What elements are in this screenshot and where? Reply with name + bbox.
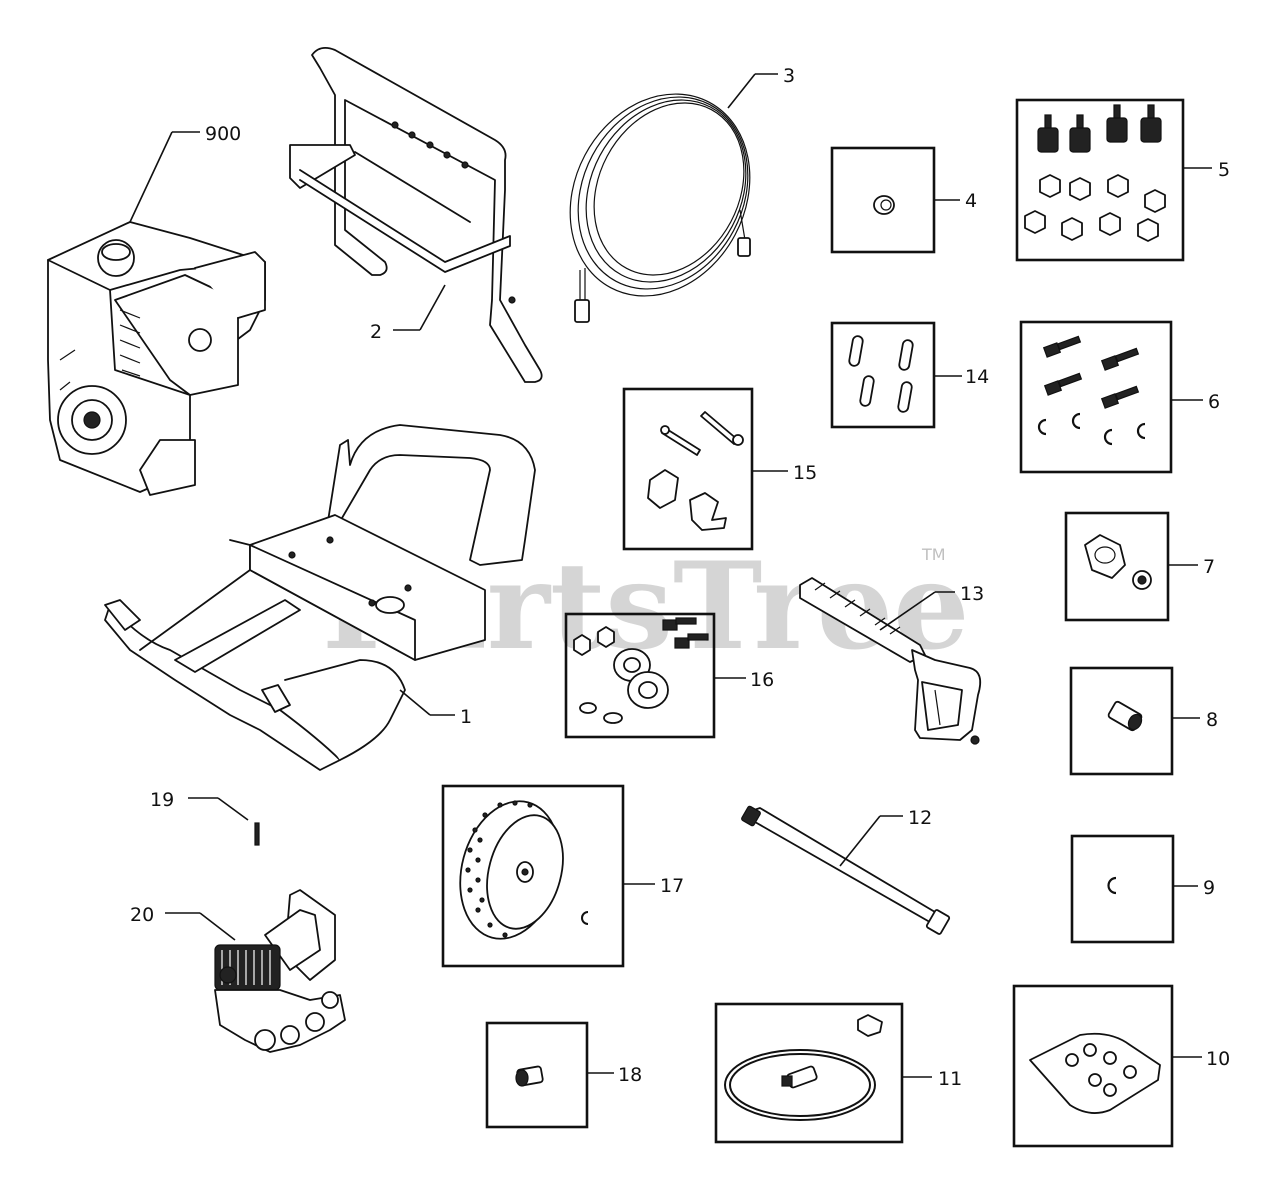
part-20-pump[interactable] <box>214 889 346 1053</box>
part-14-box[interactable] <box>830 321 936 429</box>
callout-1: 1 <box>460 706 472 728</box>
callout-18: 18 <box>618 1064 642 1086</box>
part-12-wand[interactable] <box>741 805 951 935</box>
callout-6: 6 <box>1208 391 1220 413</box>
part-2-handle[interactable] <box>289 46 543 383</box>
part-13-gun[interactable] <box>799 577 982 745</box>
leader-19-b <box>217 797 249 821</box>
part-10-box[interactable] <box>1012 984 1174 1148</box>
callout-2: 2 <box>370 321 382 343</box>
leader-20-b <box>199 912 236 941</box>
callout-17: 17 <box>660 875 684 897</box>
leader-13 <box>879 591 936 631</box>
leader-3 <box>727 73 756 109</box>
part-9-box[interactable] <box>1070 834 1175 944</box>
callout-900: 900 <box>205 123 241 145</box>
callout-9: 9 <box>1203 877 1215 899</box>
part-18-box[interactable] <box>485 1021 589 1129</box>
leader-1 <box>399 689 431 716</box>
watermark-trademark: TM <box>921 545 946 564</box>
callout-16: 16 <box>750 669 774 691</box>
leader-900 <box>129 131 173 223</box>
part-17-box[interactable] <box>441 784 625 968</box>
callout-11: 11 <box>938 1068 962 1090</box>
part-8-box[interactable] <box>1069 666 1174 776</box>
part-1-frame[interactable] <box>104 424 536 771</box>
callout-20: 20 <box>130 904 154 926</box>
callout-3: 3 <box>783 65 795 87</box>
callout-13: 13 <box>960 583 984 605</box>
part-900-engine[interactable] <box>47 221 266 496</box>
leader-12 <box>839 815 881 867</box>
callout-4: 4 <box>965 190 977 212</box>
part-11-box[interactable] <box>714 1002 904 1144</box>
callout-10: 10 <box>1206 1048 1230 1070</box>
callout-15: 15 <box>793 462 817 484</box>
callout-7: 7 <box>1203 556 1215 578</box>
part-3-hose[interactable] <box>536 62 785 327</box>
part-5-box[interactable] <box>1015 98 1185 262</box>
part-7-box[interactable] <box>1064 511 1170 622</box>
callout-12: 12 <box>908 807 932 829</box>
part-19-pin[interactable] <box>254 822 260 846</box>
part-15-box[interactable] <box>622 387 754 551</box>
part-6-box[interactable] <box>1019 320 1173 474</box>
part-16-box[interactable] <box>564 612 716 739</box>
part-4-box[interactable] <box>830 146 936 254</box>
leader-2 <box>419 284 446 331</box>
callout-8: 8 <box>1206 709 1218 731</box>
callout-14: 14 <box>965 366 989 388</box>
callout-19: 19 <box>150 789 174 811</box>
callout-5: 5 <box>1218 159 1230 181</box>
